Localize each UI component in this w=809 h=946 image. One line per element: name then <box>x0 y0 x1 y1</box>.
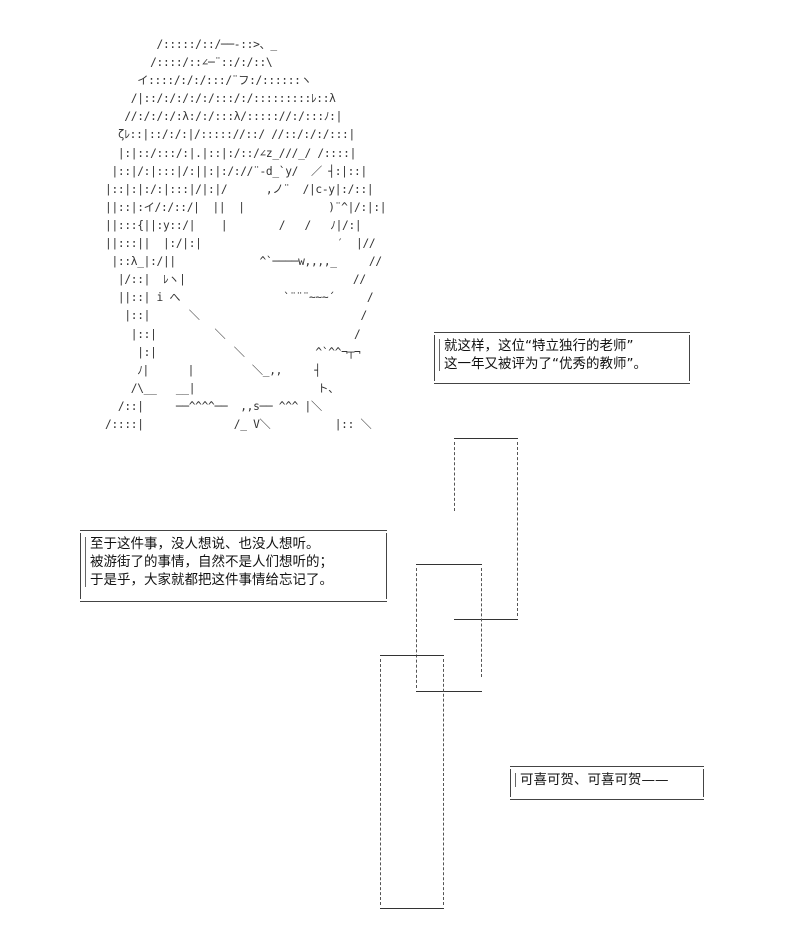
art-line: |::| ＼ / <box>60 327 361 341</box>
art-line: イ::::/:/:/:::/¨フ:/::::::ヽ <box>60 74 312 88</box>
caption-box-middle-left: 至于这件事，没人想说、也没人想听。 被游街了的事情，自然不是人们想听的； 于是乎… <box>80 530 387 602</box>
art-line: ||::| i へ `¨¨¨~~~´ / <box>60 291 374 305</box>
art-line: ||:::{||:y::/| | / / ﾉ|/:| <box>60 218 362 232</box>
caption-box-top-right: 就这样，这位“特立独行的老师” 这一年又被评为了“优秀的教师”。 <box>434 332 690 384</box>
caption-line: 至于这件事，没人想说、也没人想听。 <box>90 536 320 552</box>
art-line: /::::| /_ V＼ |:: ＼ <box>60 417 372 431</box>
caption-line: 这一年又被评为了“优秀的教师”。 <box>444 356 647 372</box>
art-line: ζﾚ::|::/:/:|/::::://::/ //::/:/:/:::| <box>60 128 355 142</box>
panel-frame-1 <box>454 438 518 620</box>
art-line: |::λ_|:/|| ^`────w,,,,_ // <box>60 255 382 269</box>
art-line: |:| ＼ ^`^^¬┬¬ <box>60 345 361 359</box>
art-line: /::::/::∠─¨::/:/::\ <box>60 56 273 70</box>
caption-line: 就这样，这位“特立独行的老师” <box>444 338 634 354</box>
caption-box-bottom-right: 可喜可贺、可喜可贺—— <box>510 766 704 800</box>
art-line: /:::::/::/──-::>、_ <box>60 38 278 51</box>
caption-line: 于是乎，大家就都把这件事情给忘记了。 <box>90 572 333 588</box>
art-line: ﾉ| | ＼_,, ┤ <box>60 363 321 377</box>
art-line: /::| ──^^^^── ,,s── ^^^ |＼ <box>60 399 322 413</box>
art-line: /|::/:/:/:/:/:::/:/:::::::::ﾚ::λ <box>60 92 336 106</box>
panel-frame-3 <box>380 655 444 909</box>
ascii-art-character: /:::::/::/──-::>、_ /::::/::∠─¨::/:/::\ イ… <box>60 36 386 434</box>
art-line: ||::|:イ/:/::/| || | )¨^|/:|:| <box>60 200 387 214</box>
caption-line: 被游街了的事情，自然不是人们想听的； <box>90 554 333 570</box>
art-line: /\__ __| ト、 <box>60 381 340 395</box>
art-line: |:|::/:::/:|.|::|:/::/∠z_///_/ /::::| <box>60 146 357 160</box>
art-line: ||:::|| |:/|:| ′ |// <box>60 237 376 251</box>
caption-line: 可喜可贺、可喜可贺—— <box>520 772 669 788</box>
art-line: //:/:/:/:λ:/:/:::λ/::::://:/:::ﾉ:| <box>60 110 343 124</box>
art-line: |::|/:|:::|/:||:|:/://¨-d_`y/ ／ ┤:|::| <box>60 164 367 178</box>
panel-frame-2 <box>416 564 482 692</box>
art-line: |/::| ﾚヽ| // <box>60 273 366 287</box>
art-line: |::| ＼ / <box>60 309 367 323</box>
art-line: |::|:|:/:|:::|/|:|/ ,ノ¨ /|c-y|:/::| <box>60 182 374 196</box>
